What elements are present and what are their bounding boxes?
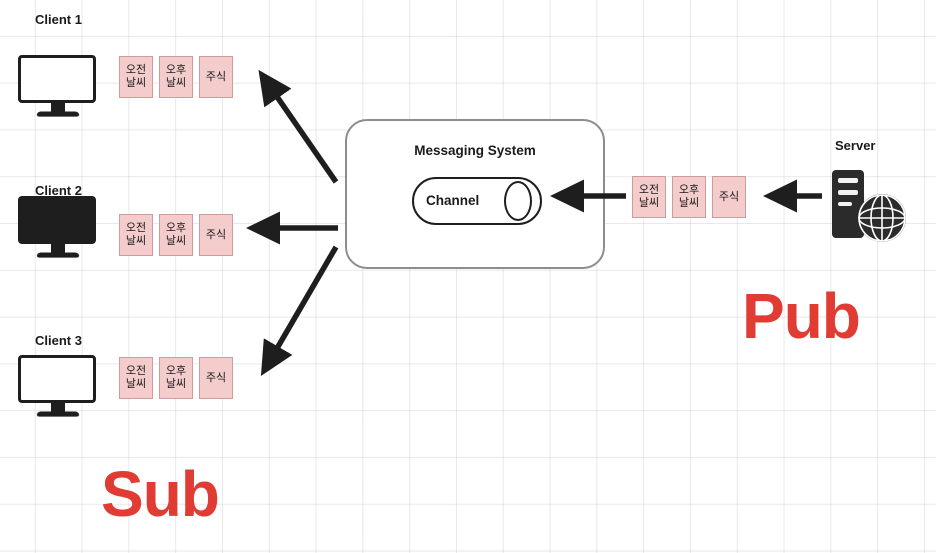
messaging-system-label: Messaging System bbox=[414, 143, 536, 158]
arrow-to-client-3 bbox=[260, 245, 339, 377]
message-card: 오후 날씨 bbox=[159, 214, 193, 256]
server-label: Server bbox=[835, 138, 876, 153]
message-card: 주식 bbox=[199, 357, 233, 399]
pub-title: Pub bbox=[742, 280, 861, 352]
message-card: 오후 날씨 bbox=[159, 357, 193, 399]
monitor-neck bbox=[51, 403, 65, 412]
message-card: 주식 bbox=[199, 214, 233, 256]
client-3-monitor-icon bbox=[18, 355, 100, 421]
monitor-neck bbox=[51, 103, 65, 112]
messaging-system-box: Messaging System Channel bbox=[345, 119, 605, 269]
client-3-message-cards: 오전 날씨 오후 날씨 주식 bbox=[119, 357, 233, 399]
cylinder-end bbox=[504, 181, 532, 221]
message-card: 오후 날씨 bbox=[159, 56, 193, 98]
client-1-message-cards: 오전 날씨 오후 날씨 주식 bbox=[119, 56, 233, 98]
client-1-monitor-icon bbox=[18, 55, 100, 121]
client-2-monitor-icon bbox=[18, 196, 100, 262]
server-globe-icon bbox=[828, 166, 910, 248]
client-2-label: Client 2 bbox=[35, 183, 82, 198]
message-card: 오전 날씨 bbox=[119, 56, 153, 98]
message-card: 오전 날씨 bbox=[119, 357, 153, 399]
message-card: 오전 날씨 bbox=[119, 214, 153, 256]
message-card: 오후 날씨 bbox=[672, 176, 706, 218]
server-message-cards: 오전 날씨 오후 날씨 주식 bbox=[632, 176, 746, 218]
client-1-label: Client 1 bbox=[35, 12, 82, 27]
message-card: 주식 bbox=[712, 176, 746, 218]
client-3-label: Client 3 bbox=[35, 333, 82, 348]
monitor-screen bbox=[18, 355, 96, 403]
channel-label: Channel bbox=[426, 193, 480, 208]
sub-title: Sub bbox=[101, 458, 220, 530]
client-2-message-cards: 오전 날씨 오후 날씨 주식 bbox=[119, 214, 233, 256]
monitor-neck bbox=[51, 244, 65, 253]
monitor-screen bbox=[18, 55, 96, 103]
message-card: 오전 날씨 bbox=[632, 176, 666, 218]
monitor-screen bbox=[18, 196, 96, 244]
channel-cylinder: Channel bbox=[412, 177, 542, 225]
message-card: 주식 bbox=[199, 56, 233, 98]
arrow-to-client-1 bbox=[258, 69, 339, 184]
